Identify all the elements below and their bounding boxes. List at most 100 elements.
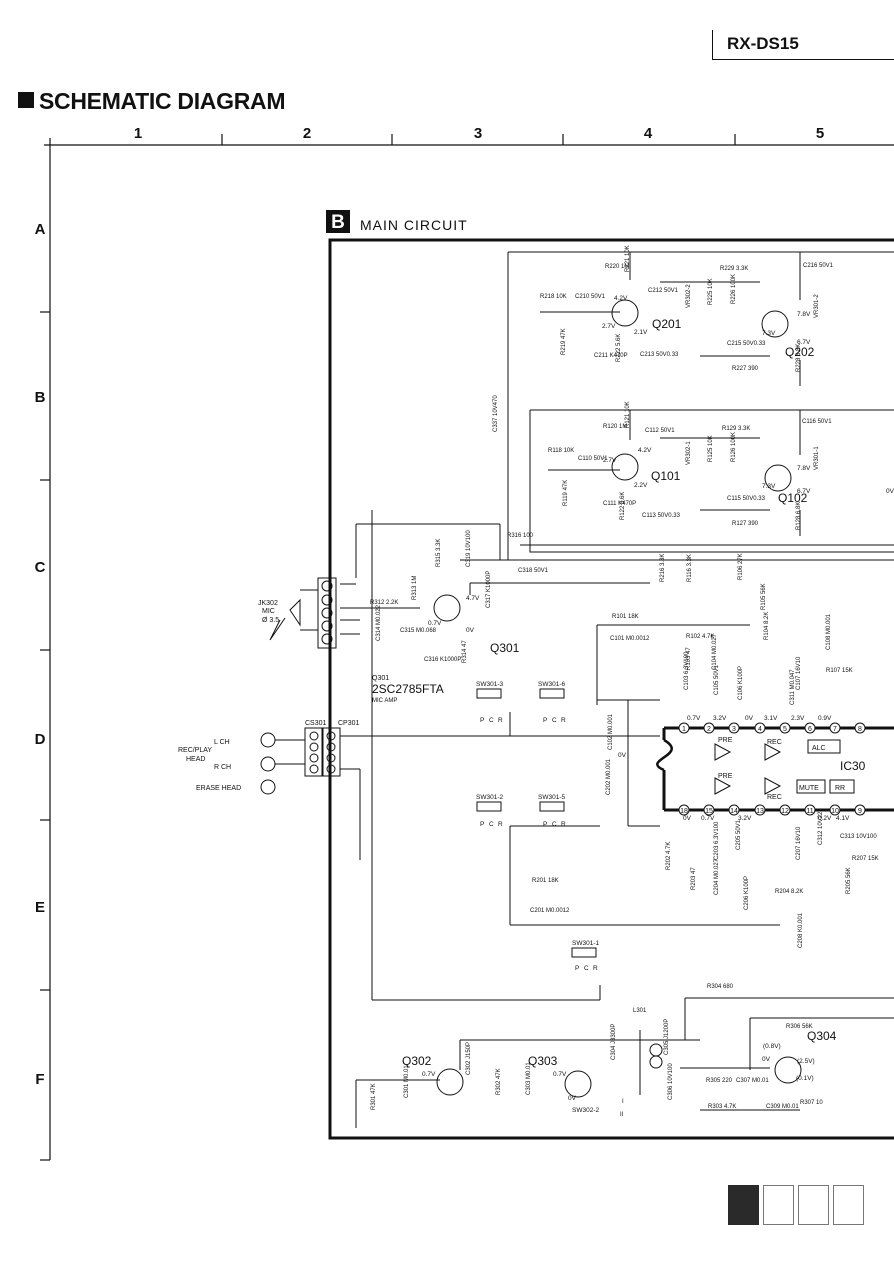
voltage-label: 0.7V [428, 620, 442, 627]
component-label: R205 56K [846, 867, 852, 894]
transistor-label-q102: Q102 [778, 491, 808, 505]
column-label: 5 [816, 125, 824, 142]
voltage-label: 4.1V [836, 815, 850, 822]
voltage-label: 4.2V [614, 295, 628, 302]
component-label: R218 10K [540, 294, 567, 300]
component-label: R313 1M [412, 576, 418, 600]
component-label: R229 3.3K [720, 266, 748, 272]
ic-block-label: REC [767, 794, 782, 801]
cs301-label: CS301 [305, 720, 327, 727]
ic-pin-number: 11 [806, 808, 813, 815]
component-label: R312 2.2K [370, 600, 398, 606]
component-label: R316 100 [507, 533, 534, 539]
header-rule [712, 30, 713, 60]
component-label: R127 390 [732, 521, 759, 527]
component-label: C113 50V0.33 [642, 513, 681, 519]
voltage-label: 7.8V [797, 465, 811, 472]
section-name: MAIN CIRCUIT [360, 217, 468, 233]
component-label: R307 10 [800, 1100, 823, 1106]
ic-pin-number: 15 [705, 808, 713, 815]
voltage-label: 2.1V [634, 329, 648, 336]
voltage-label: 0V [466, 627, 475, 634]
column-label: 3 [474, 125, 482, 142]
component-label: C216 50V1 [803, 263, 834, 269]
switch-label: SW301-1 [572, 940, 599, 947]
voltage-label: 0V [745, 715, 754, 722]
component-label: VR301-1 [814, 446, 820, 470]
q301-info: 2SC2785FTA [372, 682, 444, 696]
component-label: C304 J3300P [611, 1024, 617, 1060]
ic-pin-number: 12 [781, 808, 789, 815]
component-label: C208 K0.001 [798, 912, 804, 948]
head-label: HEAD [186, 756, 205, 763]
rch-label: R CH [214, 764, 231, 771]
row-label: D [35, 731, 46, 748]
component-label: R118 10K [548, 448, 574, 454]
switch-position-label: P [480, 821, 484, 828]
q301-symbol [433, 594, 461, 622]
component-label: R107 15K [826, 668, 853, 674]
switch-position-label: R [561, 821, 566, 828]
component-label: C108 M0.001 [826, 613, 832, 650]
voltage-label: 3.1V [764, 715, 778, 722]
voltage-label: 2.3V [791, 715, 805, 722]
section-badge: B [331, 212, 345, 233]
switch-position-label: P [575, 965, 579, 972]
q303-symbol [564, 1070, 592, 1098]
voltage-label: 7.3V [762, 483, 776, 490]
component-label: C203 6.3V100 [714, 821, 720, 860]
switch-position-label: II [620, 1112, 624, 1118]
component-label: C337 10V470 [493, 395, 499, 432]
header-rule-bottom [712, 59, 894, 60]
switch-position-label: R [561, 717, 566, 724]
component-label: C206 K100P [744, 876, 750, 910]
voltage-label: 6.7V [797, 488, 811, 495]
component-label: VR301-2 [814, 294, 820, 318]
ic-pin-number: 1 [682, 726, 686, 733]
switch-label: SW301-5 [538, 794, 565, 801]
row-label: A [35, 221, 46, 238]
switch-label: SW301-6 [538, 681, 565, 688]
voltage-label: 2.7V [602, 323, 616, 330]
voltage-label: 0V [762, 1056, 771, 1063]
component-label: C306 10V100 [668, 1063, 674, 1100]
column-label: 2 [303, 125, 311, 142]
component-label: R204 8.2K [775, 889, 803, 895]
component-label: VR302-2 [686, 284, 692, 308]
component-label: R122 5.6K [620, 492, 626, 520]
connector-jk302 [317, 577, 337, 649]
component-label: C215 50V0.33 [727, 341, 766, 347]
component-label: C302 J150P [466, 1042, 472, 1075]
component-label: R225 10K [708, 278, 714, 305]
component-label: C307 M0.01 [736, 1078, 769, 1084]
ic-block-label: PRE [718, 737, 733, 744]
switch-position-label: R [593, 965, 598, 972]
ic-block-label: ALC [812, 745, 826, 752]
transistor-label-q303: Q303 [528, 1054, 558, 1068]
component-label: C110 50V1 [578, 456, 608, 462]
component-label: C205 50V1 [736, 819, 742, 850]
row-label: C [35, 559, 46, 576]
component-label: R304 680 [707, 984, 734, 990]
voltage-label: 0.2V [818, 815, 832, 822]
switch-position-label: R [498, 717, 503, 724]
component-label: R207 15K [852, 856, 879, 862]
voltage-label: (0.1V) [796, 1075, 814, 1082]
model-number: RX-DS15 [727, 34, 799, 53]
switch-position-label: R [498, 821, 503, 828]
component-label: C207 16V10 [796, 826, 802, 860]
switch-position-label: C [552, 717, 557, 724]
jack-label: MIC [262, 608, 275, 615]
cp301-label: CP301 [338, 720, 360, 727]
column-labels: 1 2 3 4 5 [134, 125, 824, 142]
rr-block [829, 779, 855, 794]
q201-symbol [611, 299, 639, 327]
transistor-label-q202: Q202 [785, 345, 815, 359]
grid-frame [40, 134, 894, 1161]
ic-pin-number: 5 [783, 726, 787, 733]
input-wiring [269, 510, 894, 1001]
component-label: C115 50V0.33 [727, 496, 766, 502]
voltage-label: 7.3V [762, 330, 776, 337]
component-label: C202 M0.001 [606, 758, 612, 795]
component-label: C112 50V1 [645, 428, 675, 434]
